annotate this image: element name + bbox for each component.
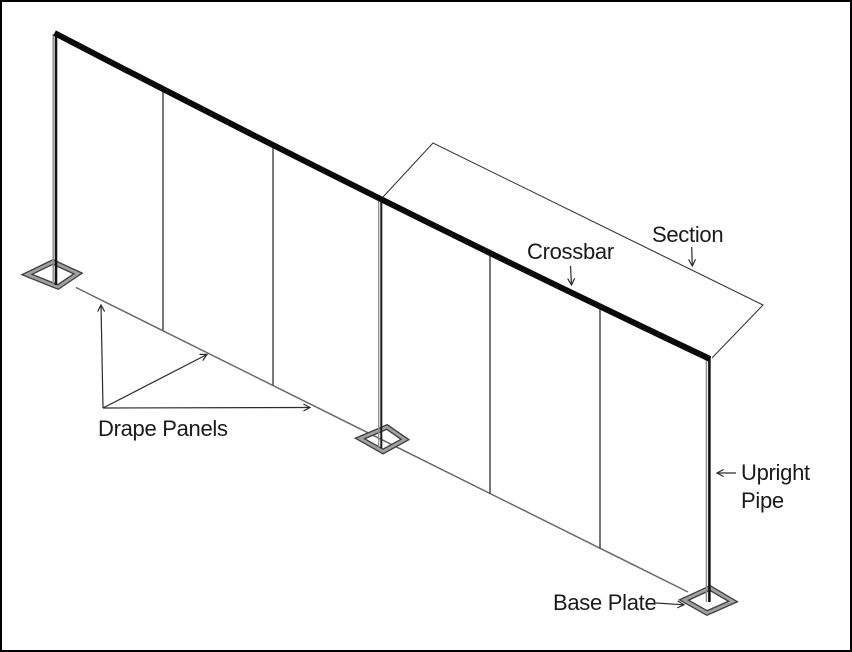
upright-pipe-label: Upright Pipe xyxy=(741,460,816,513)
crossbar-label: Crossbar xyxy=(527,239,614,264)
crossbar-bar xyxy=(53,30,712,362)
base-plate-middle xyxy=(353,423,411,455)
base-plate-right xyxy=(678,584,739,617)
drape-panels-arrow-right xyxy=(102,403,312,412)
upright-pipe-left xyxy=(52,33,58,285)
section-outline xyxy=(382,142,764,359)
drape-panels-arrows xyxy=(97,303,312,412)
drape-panels-label: Drape Panels xyxy=(98,416,228,441)
upright-pipe-right xyxy=(705,357,711,602)
base-plate-arrow xyxy=(655,600,686,609)
drape-panel-dividers xyxy=(162,88,601,549)
upright-pipe-middle xyxy=(378,198,383,448)
section-arrow xyxy=(688,246,697,268)
drape-panels-arrow-diagonal xyxy=(102,353,209,409)
base-plate-left xyxy=(20,259,84,291)
base-plate-label: Base Plate xyxy=(553,590,656,615)
drape-panels-arrow-up xyxy=(97,303,106,409)
section-label: Section xyxy=(652,222,723,247)
crossbar-arrow xyxy=(567,265,576,287)
